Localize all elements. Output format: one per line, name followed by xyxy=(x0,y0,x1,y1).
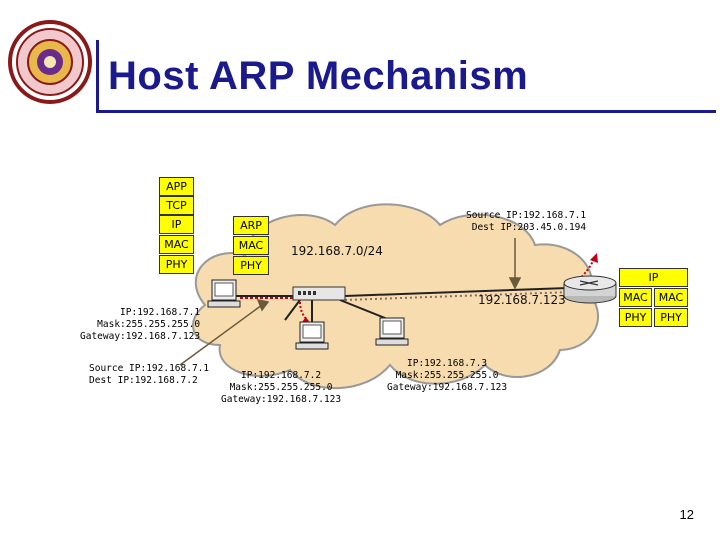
note-arrows xyxy=(179,238,522,366)
host3-gateway: Gateway:192.168.7.123 xyxy=(387,382,508,393)
computer-host1 xyxy=(207,279,241,308)
router-stack-mac-right: MAC xyxy=(654,288,688,307)
title-underline xyxy=(96,110,716,113)
university-seal-logo xyxy=(8,20,92,104)
host-stack-phy: PHY xyxy=(159,255,194,274)
network-cloud xyxy=(192,203,600,390)
host2-config: IP:192.168.7.2 Mask:255.255.255.0 Gatewa… xyxy=(221,370,341,406)
router-stack-phy-right: PHY xyxy=(654,308,688,327)
title-accent-bar xyxy=(96,40,99,113)
host-stack-mac: MAC xyxy=(159,235,194,254)
router-ip-label: 192.168.7.123 xyxy=(478,293,566,307)
router-stack-ip: IP xyxy=(619,268,688,287)
host3-ip: IP:192.168.7.3 xyxy=(407,358,488,369)
host3-config: IP:192.168.7.3 Mask:255.255.255.0 Gatewa… xyxy=(387,358,507,394)
router-icon xyxy=(563,275,617,304)
host2-ip: IP:192.168.7.2 xyxy=(241,370,322,381)
host1-packet-note: Source IP:192.168.7.1 Dest IP:192.168.7.… xyxy=(89,363,209,387)
router-stack-phy-left: PHY xyxy=(619,308,652,327)
arp-stack-phy: PHY xyxy=(233,256,269,275)
top-packet-dst: Dest IP:203.45.0.194 xyxy=(471,222,587,233)
network-label: 192.168.7.0/24 xyxy=(291,244,383,258)
hub-switch xyxy=(292,286,346,301)
page-number: 12 xyxy=(679,507,694,522)
host2-mask: Mask:255.255.255.0 xyxy=(229,382,333,393)
host1-config: IP:192.168.7.1 Mask:255.255.255.0 Gatewa… xyxy=(80,307,200,343)
host1-mask: Mask:255.255.255.0 xyxy=(97,319,201,330)
computer-host2 xyxy=(295,321,329,350)
host-stack-tcp: TCP xyxy=(159,196,194,215)
host2-gateway: Gateway:192.168.7.123 xyxy=(221,394,342,405)
computer-host3 xyxy=(375,317,409,346)
host-stack-app: APP xyxy=(159,177,194,196)
host1-gateway: Gateway:192.168.7.123 xyxy=(80,331,201,342)
host3-mask: Mask:255.255.255.0 xyxy=(395,370,499,381)
arp-stack-arp: ARP xyxy=(233,216,269,235)
top-packet-note: Source IP:192.168.7.1 Dest IP:203.45.0.1… xyxy=(466,210,586,234)
arp-stack-mac: MAC xyxy=(233,236,269,255)
top-packet-src: Source IP:192.168.7.1 xyxy=(466,210,587,221)
host1-packet-src: Source IP:192.168.7.1 xyxy=(89,363,210,374)
host1-ip: IP:192.168.7.1 xyxy=(120,307,201,318)
router-stack-mac-left: MAC xyxy=(619,288,652,307)
page-title: Host ARP Mechanism xyxy=(108,54,529,98)
host-stack-ip: IP xyxy=(159,215,194,234)
host1-packet-dst: Dest IP:192.168.7.2 xyxy=(89,375,198,386)
